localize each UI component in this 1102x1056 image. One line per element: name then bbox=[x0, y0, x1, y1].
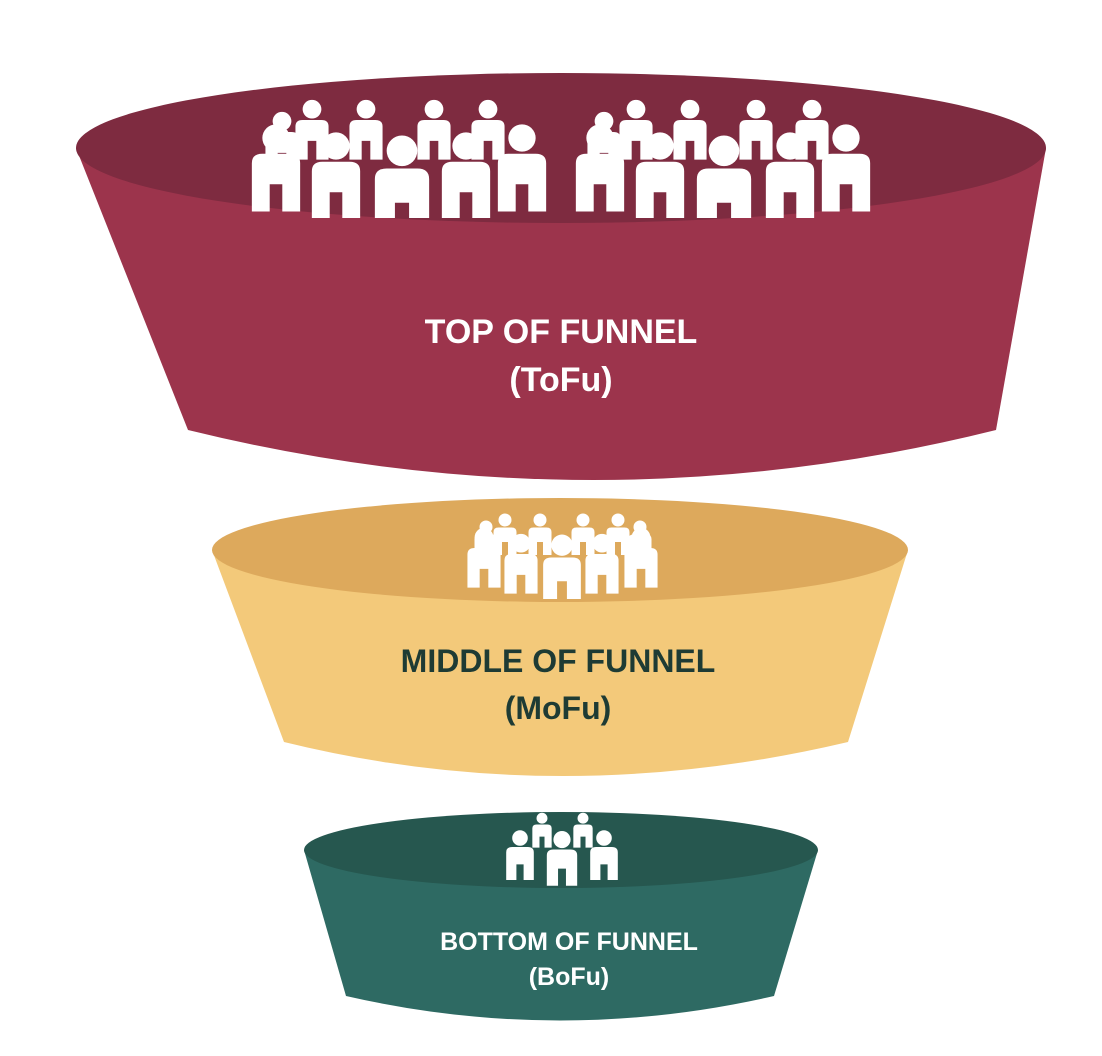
funnel-body-mofu bbox=[212, 550, 908, 776]
funnel-body-tofu bbox=[76, 148, 1046, 480]
tofu-title: TOP OF FUNNEL bbox=[425, 313, 698, 351]
funnel-rim-tofu bbox=[76, 73, 1046, 223]
funnel-body-bofu bbox=[304, 850, 818, 1021]
funnel-stage-tofu: TOP OF FUNNEL (ToFu) bbox=[76, 73, 1046, 480]
funnel-stage-bofu: BOTTOM OF FUNNEL (BoFu) bbox=[304, 812, 818, 1021]
bofu-title: BOTTOM OF FUNNEL bbox=[440, 928, 698, 956]
mofu-abbr: (MoFu) bbox=[505, 690, 612, 726]
mofu-title: MIDDLE OF FUNNEL bbox=[401, 643, 716, 679]
tofu-abbr: (ToFu) bbox=[509, 361, 612, 399]
bofu-abbr: (BoFu) bbox=[529, 963, 610, 991]
funnel-stage-mofu: MIDDLE OF FUNNEL (MoFu) bbox=[212, 498, 908, 776]
